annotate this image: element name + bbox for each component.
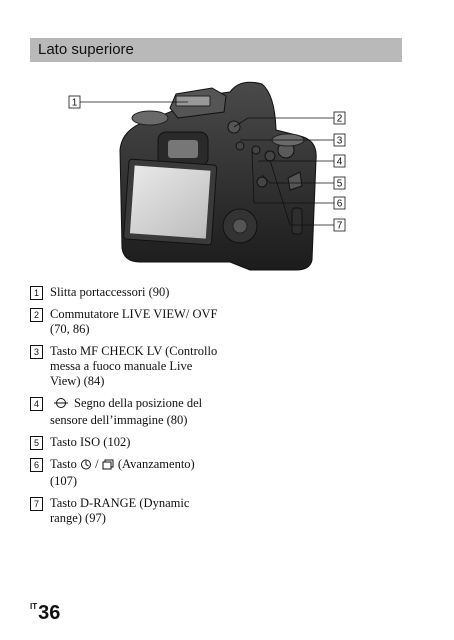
item-number: 6 bbox=[30, 458, 43, 472]
callout-lines bbox=[80, 101, 334, 226]
section-header-bar: Lato superiore bbox=[30, 38, 402, 62]
item-text: Tasto ISO (102) bbox=[50, 435, 131, 449]
page-number: IT36 bbox=[30, 602, 60, 625]
callout-7: 7 bbox=[333, 218, 346, 232]
svg-text:7: 7 bbox=[337, 221, 343, 232]
language-code: IT bbox=[30, 602, 38, 611]
item-number: 2 bbox=[30, 308, 43, 322]
svg-text:5: 5 bbox=[337, 179, 343, 190]
camera-body bbox=[119, 81, 317, 271]
item-text-suffix: (Avanzamento) (107) bbox=[50, 457, 195, 488]
svg-text:4: 4 bbox=[337, 157, 343, 168]
section-title: Lato superiore bbox=[38, 41, 134, 58]
item-number: 1 bbox=[30, 286, 43, 300]
item-text: Commutatore LIVE VIEW/ OVF (70, 86) bbox=[50, 307, 218, 336]
svg-text:2: 2 bbox=[337, 114, 343, 125]
legend-item-1: 1 Slitta portaccessori (90) bbox=[30, 285, 220, 300]
callout-3: 3 bbox=[333, 133, 346, 147]
item-number: 3 bbox=[30, 345, 43, 359]
callout-1: 1 bbox=[68, 95, 81, 109]
item-number: 4 bbox=[30, 397, 43, 411]
item-number: 7 bbox=[30, 497, 43, 511]
legend-list: 1 Slitta portaccessori (90) 2 Commutator… bbox=[30, 285, 220, 533]
image-sensor-position-icon bbox=[54, 397, 68, 413]
item-text: Tasto D-RANGE (Dynamic range) (97) bbox=[50, 496, 190, 525]
camera-rear-illustration: 1 2 3 4 5 6 7 bbox=[68, 81, 346, 271]
item-text-prefix: Tasto bbox=[50, 457, 77, 471]
callout-4: 4 bbox=[333, 154, 346, 168]
svg-text:3: 3 bbox=[337, 136, 343, 147]
self-timer-icon bbox=[80, 458, 92, 474]
item-number: 5 bbox=[30, 436, 43, 450]
page-number-value: 36 bbox=[38, 602, 61, 624]
legend-item-2: 2 Commutatore LIVE VIEW/ OVF (70, 86) bbox=[30, 307, 220, 337]
continuous-shooting-icon bbox=[102, 458, 115, 474]
item-text: Slitta portaccessori (90) bbox=[50, 285, 170, 299]
callout-6: 6 bbox=[333, 196, 346, 210]
svg-text:6: 6 bbox=[337, 199, 343, 210]
legend-item-6: 6 Tasto / (Avanzamento) (107) bbox=[30, 457, 220, 489]
legend-item-3: 3 Tasto MF CHECK LV (Controllo messa a f… bbox=[30, 344, 220, 389]
callout-2: 2 bbox=[333, 111, 346, 125]
callout-5: 5 bbox=[333, 176, 346, 190]
legend-item-7: 7 Tasto D-RANGE (Dynamic range) (97) bbox=[30, 496, 220, 526]
legend-item-5: 5 Tasto ISO (102) bbox=[30, 435, 220, 450]
item-text: Tasto MF CHECK LV (Controllo messa a fuo… bbox=[50, 344, 218, 388]
legend-item-4: 4 Segno della posizione del sensore dell… bbox=[30, 396, 220, 428]
item-text: Segno della posizione del sensore dell’i… bbox=[50, 396, 203, 427]
svg-text:1: 1 bbox=[72, 98, 78, 109]
icon-separator: / bbox=[95, 457, 99, 471]
